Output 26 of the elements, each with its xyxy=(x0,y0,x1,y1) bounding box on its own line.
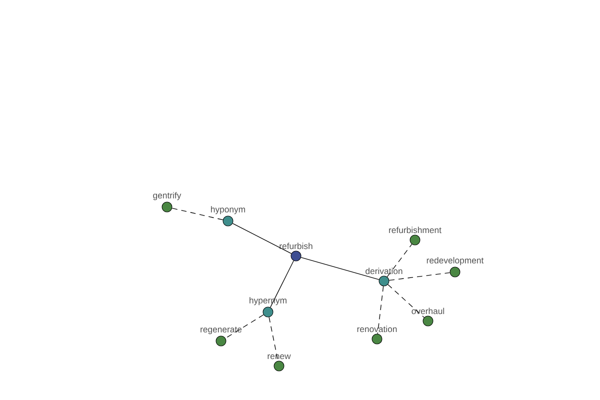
graph-node: regenerate xyxy=(200,326,242,346)
graph-node: refurbishment xyxy=(389,226,442,246)
node-label: refurbishment xyxy=(389,226,442,234)
graph-node: redevelopment xyxy=(426,257,484,278)
node-label: regenerate xyxy=(200,326,242,334)
node-label: redevelopment xyxy=(426,257,484,266)
graph-node: derivation xyxy=(366,268,402,286)
graph-node: renovation xyxy=(357,326,397,344)
connector-line xyxy=(388,272,450,281)
connector-line xyxy=(268,316,278,362)
graph-node: refurbish xyxy=(280,242,312,262)
connector-line xyxy=(232,223,292,254)
connector-line xyxy=(377,286,384,334)
node-label: hyponym xyxy=(211,206,246,214)
connector-line xyxy=(386,244,412,278)
connector-line xyxy=(270,260,294,308)
node-label: renovation xyxy=(357,326,397,332)
node-label: gentrify xyxy=(153,192,182,200)
connector-line xyxy=(172,208,224,220)
connector-line xyxy=(225,314,264,339)
node-label: refurbish xyxy=(280,242,312,250)
node-label: derivation xyxy=(366,268,402,274)
connector-line xyxy=(300,257,380,280)
connector-line xyxy=(388,284,424,318)
graph-node: gentrify xyxy=(153,192,182,212)
graph-node: hyponym xyxy=(211,206,245,226)
